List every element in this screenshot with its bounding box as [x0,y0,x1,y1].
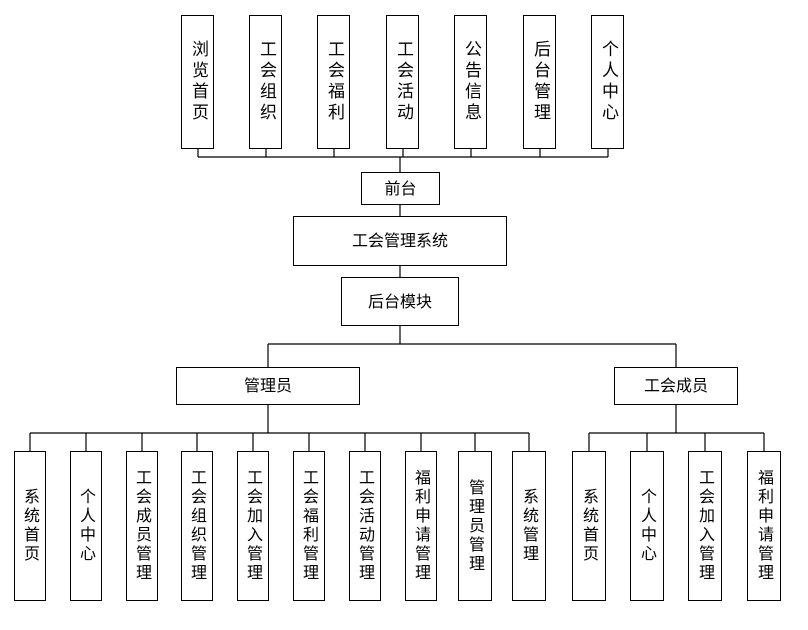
top-item-personal-center: 个人中心 [591,15,624,149]
admin-item-join-mgmt: 工会加入管理 [237,451,269,601]
top-item-admin-panel: 后台管理 [523,15,556,149]
system-node: 工会管理系统 [293,216,507,266]
top-item-label: 浏览首页 [188,40,208,124]
backend-node: 后台模块 [341,277,459,326]
admin-item-welfare-apply-mgmt: 福利申请管理 [405,451,437,601]
front-label: 前台 [384,178,417,198]
admin-label: 管理员 [243,376,292,395]
member-item-welfare-apply-mgmt: 福利申请管理 [747,451,781,601]
top-item-label: 工会组织 [256,40,276,124]
member-item-label: 个人中心 [638,488,657,564]
admin-item-label: 工会福利管理 [300,469,319,583]
backend-label: 后台模块 [367,291,432,311]
admin-item-system-mgmt: 系统管理 [512,451,546,601]
top-item-label: 工会福利 [324,40,344,124]
admin-item-welfare-mgmt: 工会福利管理 [293,451,325,601]
member-node: 工会成员 [614,367,738,405]
member-item-join-mgmt: 工会加入管理 [688,451,722,601]
top-item-label: 工会活动 [393,40,413,124]
admin-item-member-mgmt: 工会成员管理 [126,451,158,601]
admin-item-label: 工会成员管理 [133,469,152,583]
top-item-label: 后台管理 [530,40,550,124]
admin-item-label: 福利申请管理 [412,469,431,583]
top-item-home: 浏览首页 [181,15,214,149]
admin-item-label: 工会活动管理 [356,469,375,583]
top-item-union-welfare: 工会福利 [317,15,350,149]
front-node: 前台 [361,172,440,205]
admin-item-label: 工会组织管理 [188,469,207,583]
member-item-label: 工会加入管理 [696,469,715,583]
admin-item-system-home: 系统首页 [14,451,46,601]
admin-item-personal-center: 个人中心 [70,451,102,601]
admin-node: 管理员 [176,367,360,405]
system-label: 工会管理系统 [351,231,448,250]
admin-item-label: 管理员管理 [466,478,485,574]
top-item-label: 个人中心 [598,40,618,124]
admin-item-label: 系统首页 [21,488,40,564]
admin-item-admin-mgmt: 管理员管理 [458,451,492,601]
member-item-system-home: 系统首页 [572,451,606,601]
member-item-label: 系统首页 [580,488,599,564]
member-item-personal-center: 个人中心 [630,451,664,601]
admin-item-label: 系统管理 [520,488,539,564]
member-label: 工会成员 [643,376,708,395]
top-item-notice: 公告信息 [454,15,487,149]
admin-item-activity-mgmt: 工会活动管理 [349,451,381,601]
member-item-label: 福利申请管理 [755,469,774,583]
admin-item-org-mgmt: 工会组织管理 [181,451,213,601]
top-item-union-activity: 工会活动 [386,15,419,149]
top-item-union-org: 工会组织 [249,15,282,149]
admin-item-label: 个人中心 [77,488,96,564]
top-item-label: 公告信息 [461,40,481,124]
admin-item-label: 工会加入管理 [244,469,263,583]
